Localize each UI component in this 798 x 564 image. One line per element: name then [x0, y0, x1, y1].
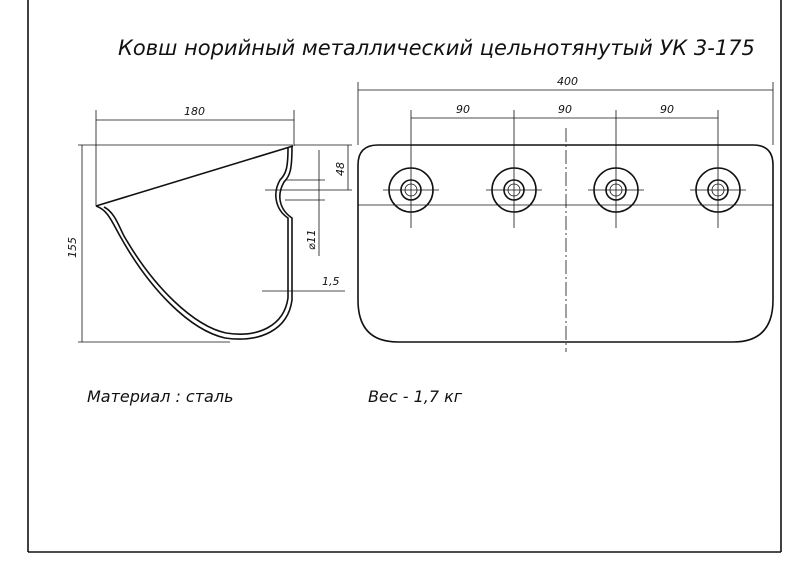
drawing-frame: [27, 0, 782, 553]
dim-400: 400: [557, 75, 578, 88]
dim-90-3: 90: [660, 103, 674, 116]
material-note: Материал : сталь: [87, 387, 234, 406]
mounting-hole: [383, 110, 439, 228]
dim-180: 180: [184, 105, 205, 118]
dim-155: 155: [66, 237, 79, 258]
mounting-hole: [588, 110, 644, 228]
dim-90-1: 90: [456, 103, 470, 116]
dim-diameter-11: ⌀11: [305, 229, 318, 250]
mounting-hole: [486, 110, 542, 228]
bucket-front-view: 400 90 90 90: [357, 75, 774, 352]
mounting-holes: [383, 110, 746, 228]
weight-note: Вес - 1,7 кг: [368, 387, 463, 406]
bucket-side-view: 180 155 48 ⌀11 1,5: [66, 105, 352, 343]
drawing-title: Ковш норийный металлический цельнотянуты…: [118, 36, 755, 60]
dim-90-2: 90: [558, 103, 572, 116]
dim-thickness: 1,5: [322, 275, 340, 288]
mounting-hole: [690, 110, 746, 228]
dim-48: 48: [334, 162, 347, 176]
